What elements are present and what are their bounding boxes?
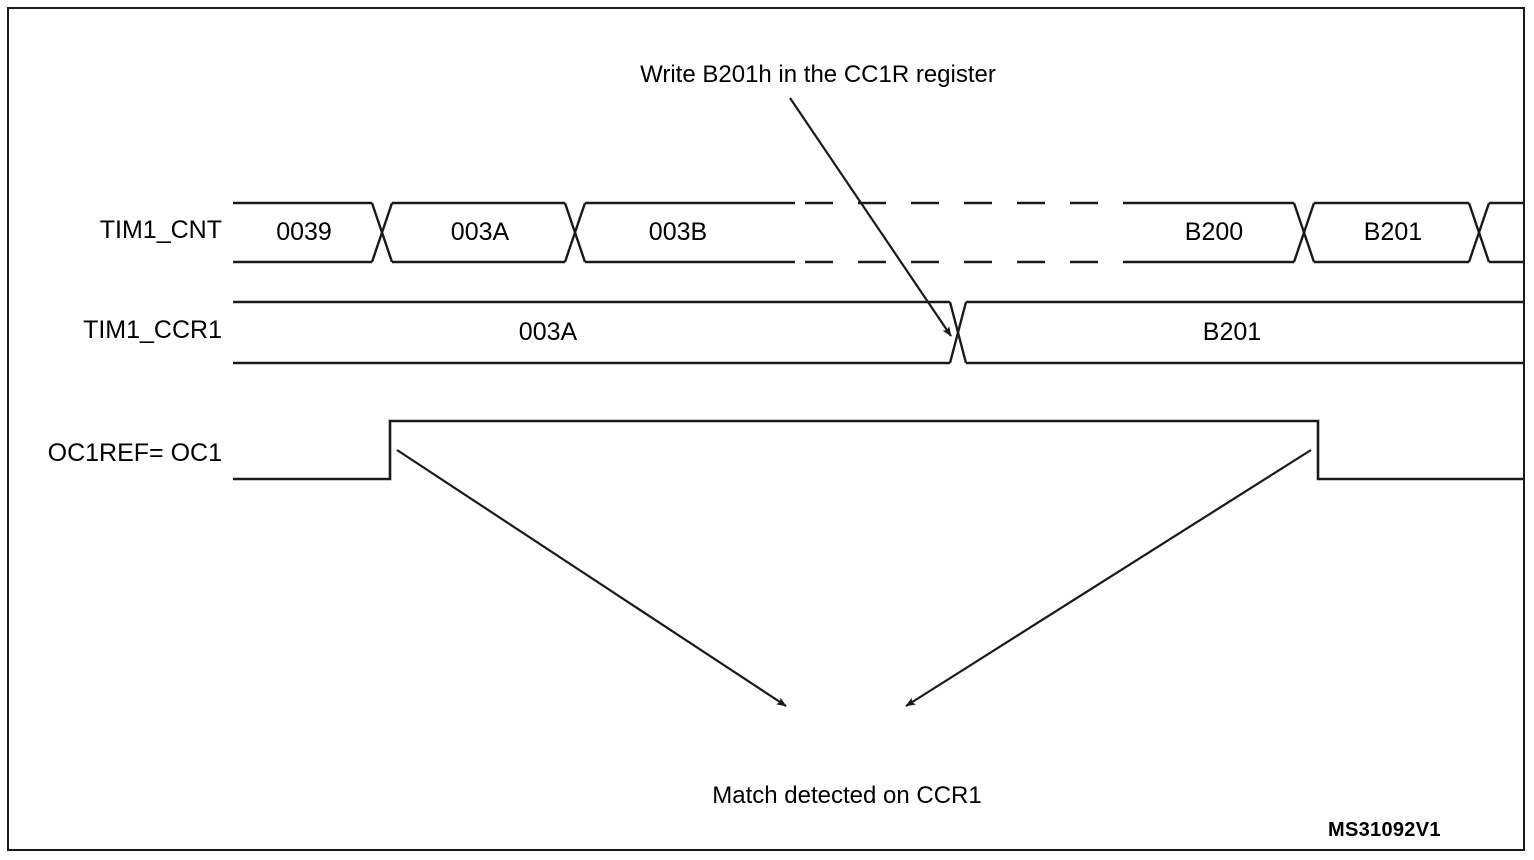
figure-reference-code: MS31092V1	[1328, 819, 1441, 841]
annotation-arrow-match-right	[905, 449, 1312, 707]
signal-label-oc1ref: OC1REF= OC1	[47, 439, 222, 467]
signal-tim1-cnt-waveform	[233, 201, 1523, 264]
annotation-arrow-match-left	[396, 449, 787, 707]
bus-value-cnt-003a: 003A	[450, 218, 510, 246]
annotation-match-detected: Match detected on CCR1 Interrupt generat…	[597, 733, 1097, 860]
bus-value-ccr1-003a: 003A	[518, 318, 578, 346]
annotation-match-line1: Match detected on CCR1	[712, 782, 982, 809]
signal-tim1-ccr1-waveform	[233, 300, 1523, 365]
bus-value-cnt-0039: 0039	[276, 218, 332, 246]
annotation-arrow-write-ccr	[789, 97, 952, 337]
signal-oc1ref-waveform	[233, 419, 1523, 481]
annotation-write-ccr1-text: Write B201h in the CC1R register	[640, 61, 996, 88]
bus-value-cnt-b201: B201	[1363, 218, 1423, 246]
signal-label-tim1-cnt: TIM1_CNT	[99, 216, 222, 244]
figure-border	[7, 7, 1525, 851]
signal-label-tim1-ccr1: TIM1_CCR1	[83, 316, 222, 344]
bus-value-ccr1-b201: B201	[1202, 318, 1262, 346]
bus-value-cnt-003b: 003B	[648, 218, 708, 246]
bus-value-cnt-b200: B200	[1184, 218, 1244, 246]
